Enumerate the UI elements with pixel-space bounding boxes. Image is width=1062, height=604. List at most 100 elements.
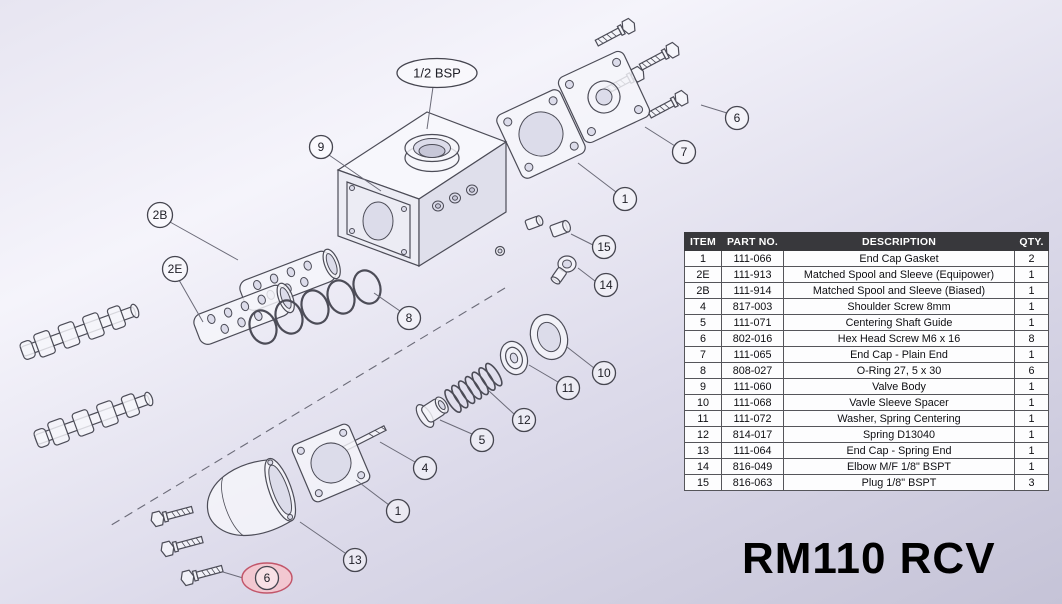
shaft-guide xyxy=(415,396,449,428)
end-cap-plain xyxy=(557,50,651,144)
parts-table-cell: 11 xyxy=(684,410,722,427)
elbow-fitting xyxy=(550,255,577,285)
parts-table-cell: 9 xyxy=(684,378,722,395)
callout-label: 12 xyxy=(517,413,531,427)
parts-table-cell: 2E xyxy=(684,266,722,283)
callout-label: 5 xyxy=(479,433,486,447)
parts-table-cell: 111-060 xyxy=(721,378,784,395)
plug-bspt xyxy=(549,219,571,238)
col-header-description: DESCRIPTION xyxy=(783,232,1015,251)
parts-table-cell: 14 xyxy=(684,458,722,475)
callout-13: 13 xyxy=(342,547,368,573)
parts-table-cell: 1 xyxy=(1014,426,1049,443)
parts-table-cell: 111-066 xyxy=(721,250,784,267)
parts-table-cell: 111-072 xyxy=(721,410,784,427)
parts-table-cell: Washer, Spring Centering xyxy=(783,410,1015,427)
parts-table-cell: End Cap - Plain End xyxy=(783,346,1015,363)
callout-label: 4 xyxy=(422,461,429,475)
parts-table-cell: 111-068 xyxy=(721,394,784,411)
parts-table-cell: 4 xyxy=(684,298,722,315)
callout-8: 8 xyxy=(396,305,422,331)
side-ports xyxy=(432,184,478,212)
end-cap-gasket-bottom xyxy=(291,423,371,503)
parts-table-cell: 802-016 xyxy=(721,330,784,347)
callout-label: 1/2 BSP xyxy=(413,66,461,81)
callout-2b: 2B xyxy=(146,201,174,229)
callout-6-bottom-highlighted: 6 xyxy=(241,562,293,594)
parts-table-cell: O-Ring 27, 5 x 30 xyxy=(783,362,1015,379)
parts-table-cell: 1 xyxy=(1014,394,1049,411)
centering-washer xyxy=(499,340,529,376)
end-cap-gasket-right xyxy=(496,89,586,179)
callout-14: 14 xyxy=(593,272,619,298)
callout-10: 10 xyxy=(591,360,617,386)
callout-2e: 2E xyxy=(161,255,189,283)
parts-table-cell: Elbow M/F 1/8" BSPT xyxy=(783,458,1015,475)
parts-table-cell: 1 xyxy=(1014,378,1049,395)
assembly-centerline xyxy=(107,287,506,528)
parts-table-cell: 13 xyxy=(684,442,722,459)
callout-label: 13 xyxy=(348,553,362,567)
end-cap-spring-end xyxy=(206,457,297,537)
parts-table-cell: Spring D13040 xyxy=(783,426,1015,443)
parts-table-cell: Matched Spool and Sleeve (Biased) xyxy=(783,282,1015,299)
callout-6-top: 6 xyxy=(724,105,750,131)
parts-table-cell: 12 xyxy=(684,426,722,443)
parts-table-cell: 5 xyxy=(684,314,722,331)
callout-label: 14 xyxy=(599,278,613,292)
callout-label: 1 xyxy=(395,504,402,518)
parts-table-cell: Plug 1/8" BSPT xyxy=(783,474,1015,491)
parts-table-cell: 1 xyxy=(1014,314,1049,331)
callout-label: 1 xyxy=(622,192,629,206)
parts-table-cell: Valve Body xyxy=(783,378,1015,395)
callout-9: 9 xyxy=(308,134,334,160)
parts-table-cell: 6 xyxy=(684,330,722,347)
parts-table-cell: 1 xyxy=(1014,282,1049,299)
parts-table-cell: 814-017 xyxy=(721,426,784,443)
parts-table-cell: 1 xyxy=(1014,266,1049,283)
col-header-item: ITEM xyxy=(684,232,722,251)
callout-label: 9 xyxy=(318,140,325,154)
callout-1-bottom: 1 xyxy=(385,498,411,524)
parts-table-cell: 6 xyxy=(1014,362,1049,379)
highlight-ellipse xyxy=(241,562,293,594)
parts-table-cell: End Cap - Spring End xyxy=(783,442,1015,459)
callout-7: 7 xyxy=(671,139,697,165)
parts-table-header-row: ITEM PART NO. DESCRIPTION QTY. xyxy=(684,232,1049,251)
callout-label: 10 xyxy=(597,366,611,380)
col-header-qty: QTY. xyxy=(1014,232,1049,251)
parts-table-cell: Shoulder Screw 8mm xyxy=(783,298,1015,315)
col-header-part-no: PART NO. xyxy=(721,232,784,251)
parts-table-cell: 15 xyxy=(684,474,722,491)
parts-table-cell: 7 xyxy=(684,346,722,363)
callout-11: 11 xyxy=(555,375,581,401)
valve-body xyxy=(336,111,508,268)
parts-table-cell: 1 xyxy=(1014,442,1049,459)
parts-table-cell: 111-065 xyxy=(721,346,784,363)
parts-table-cell: 1 xyxy=(1014,346,1049,363)
parts-table-cell: 808-027 xyxy=(721,362,784,379)
spool-2e xyxy=(31,385,157,452)
parts-table-cell: 111-071 xyxy=(721,314,784,331)
parts-table-cell: Matched Spool and Sleeve (Equipower) xyxy=(783,266,1015,283)
parts-table-cell: 817-003 xyxy=(721,298,784,315)
parts-table-cell: Vavle Sleeve Spacer xyxy=(783,394,1015,411)
plug-small xyxy=(494,215,571,257)
parts-table-cell: Centering Shaft Guide xyxy=(783,314,1015,331)
callout-12: 12 xyxy=(511,407,537,433)
